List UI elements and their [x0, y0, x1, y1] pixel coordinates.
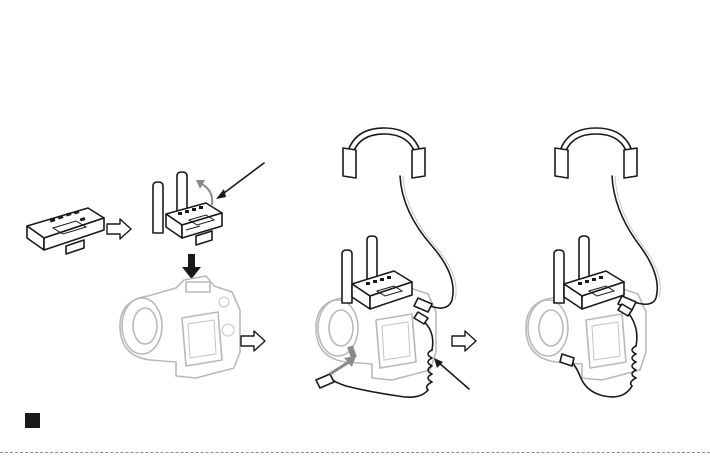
receiver-unit-mounted: [342, 236, 412, 309]
headphones-icon: [343, 128, 425, 178]
arrow-right-icon: [107, 219, 131, 239]
section-marker-square: [25, 413, 40, 428]
pointer-line-icon: [434, 358, 469, 389]
arrow-right-icon: [241, 331, 265, 351]
headphones-icon: [555, 128, 637, 178]
arrow-down-icon: [182, 254, 201, 279]
arrow-right-icon: [452, 331, 476, 351]
camera-icon: [120, 276, 240, 378]
headphone-plug: [414, 298, 432, 312]
headphone-cable-inner: [615, 176, 660, 298]
receiver-unit-antennas-up: [153, 172, 222, 245]
receiver-unit-folded: [27, 208, 104, 254]
pointer-line-icon: [216, 163, 264, 199]
curved-arrow-icon: [196, 180, 212, 205]
receiver-unit-mounted: [554, 236, 624, 309]
page-divider: [0, 452, 710, 453]
